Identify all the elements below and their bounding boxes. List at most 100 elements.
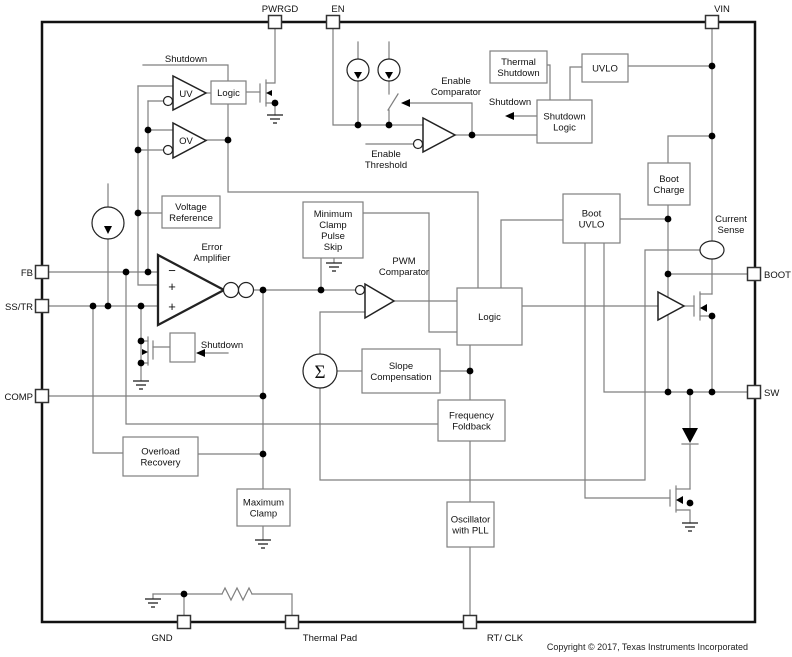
wire (402, 102, 473, 136)
pin-en-label: EN (331, 4, 344, 15)
block-thermal-shutdown-label: Thermal (501, 57, 536, 68)
junction-dot (180, 590, 188, 598)
block-maximum-clamp-label: Clamp (250, 509, 277, 520)
block-overload-recovery-label: Recovery (140, 458, 180, 469)
pin-comp (34, 388, 50, 404)
junction-dot (259, 392, 267, 400)
pin-gnd (176, 614, 192, 630)
inverting-input-bubble (412, 138, 424, 150)
wire (667, 135, 713, 164)
wire (319, 249, 701, 481)
pin-rt-clk (462, 614, 478, 630)
block-minimum-clamp-pulse-skip-label: Clamp (319, 220, 346, 231)
copyright-text: Copyright © 2017, Texas Instruments Inco… (546, 642, 748, 652)
wire (92, 305, 124, 454)
junction-dot (89, 302, 97, 310)
block-uvlo (581, 53, 629, 83)
junction-dot (259, 286, 267, 294)
pin-fb (34, 264, 50, 280)
junction-dot (708, 312, 716, 320)
block-frequency-foldback (437, 399, 506, 442)
ov-label: OV (179, 136, 193, 147)
junction-dot (137, 359, 145, 367)
en-current-arrowhead-2 (385, 72, 393, 79)
en-current-source-1 (346, 58, 370, 82)
pwm-comparator-label-1: PWM (392, 256, 415, 267)
pin-pwrgd-label: PWRGD (262, 4, 299, 15)
pin-rt-clk-label: RT/ CLK (487, 633, 524, 644)
block-minimum-clamp-pulse-skip-label: Skip (324, 242, 342, 253)
block-slope-compensation-label: Compensation (370, 372, 431, 383)
current-sense-element (699, 240, 725, 260)
block-minimum-clamp-pulse-skip-label: Pulse (321, 231, 345, 242)
gate-driver (657, 290, 686, 322)
en-current-source-2 (377, 58, 401, 82)
block-boot-charge (647, 162, 691, 206)
enable-comparator-label-1: Enable (441, 76, 471, 87)
ea-output-node-2 (237, 281, 255, 299)
block-voltage-reference (161, 195, 221, 229)
block-minimum-clamp-pulse-skip (302, 201, 364, 259)
current-sense-label-2: Sense (718, 225, 745, 236)
ea-plus-sign-2: + (168, 299, 176, 314)
pin-boot (746, 266, 762, 282)
junction-dot (137, 302, 145, 310)
junction-dot (708, 132, 716, 140)
highside-mosfet-arrow (700, 304, 707, 312)
inverting-input-bubble (354, 284, 366, 296)
shutdown-mosfet-arrow (142, 349, 148, 355)
block-uvov-logic-label: Logic (217, 88, 240, 99)
inverting-input-bubble (162, 95, 174, 107)
pwm-comparator (364, 282, 396, 320)
wire (265, 28, 276, 84)
wire (332, 28, 424, 126)
wire (251, 593, 293, 616)
uv-label: UV (179, 89, 193, 100)
en-current-arrowhead-1 (354, 72, 362, 79)
sigma-label: Σ (314, 362, 325, 383)
block-overload-recovery-label: Overload (141, 447, 180, 458)
wire (125, 271, 439, 425)
junction-dot (137, 337, 145, 345)
junction-dot (134, 146, 142, 154)
shutdown-signal-label: Shutdown (489, 97, 531, 108)
junction-dot (224, 136, 232, 144)
device-outline (40, 20, 757, 624)
ss-current-source (91, 206, 125, 240)
block-slope-compensation (361, 348, 441, 394)
block-thermal-shutdown (489, 50, 548, 84)
junction-dot (468, 131, 476, 139)
uv-comparator (172, 74, 208, 112)
block-shutdown-logic (536, 99, 593, 144)
junction-dot (664, 388, 672, 396)
wire (387, 93, 399, 111)
block-uvov-logic (210, 80, 247, 105)
ov-comparator (172, 121, 208, 160)
lowside-mosfet-arrow (676, 496, 683, 504)
wire (569, 66, 583, 101)
junction-dot (466, 367, 474, 375)
pin-sw-label: SW (764, 388, 779, 399)
pin-boot-label: BOOT (764, 270, 791, 281)
wire (675, 509, 691, 524)
block-overload-recovery (122, 436, 199, 477)
wire (221, 586, 253, 602)
ea-plus-sign-1: + (168, 279, 176, 294)
wire (362, 212, 458, 333)
feedback-arrowhead (401, 99, 410, 107)
error-amplifier (156, 253, 227, 327)
wire (142, 64, 229, 82)
block-uvlo-label: UVLO (592, 64, 618, 75)
pin-thermal-pad-label: Thermal Pad (303, 633, 357, 644)
ss-current-arrowhead (104, 226, 112, 234)
block-frequency-foldback-label: Frequency (449, 411, 494, 422)
pwm-comparator-label-2: Comparator (379, 267, 429, 278)
current-sense-label-1: Current (715, 214, 747, 225)
block-oscillator-with-pll-label: with PLL (451, 526, 488, 537)
pin-sw (746, 384, 762, 400)
shutdown-driver-label: Shutdown (201, 340, 243, 351)
block-shutdown-logic-label: Shutdown (543, 112, 585, 123)
wire (500, 219, 564, 289)
